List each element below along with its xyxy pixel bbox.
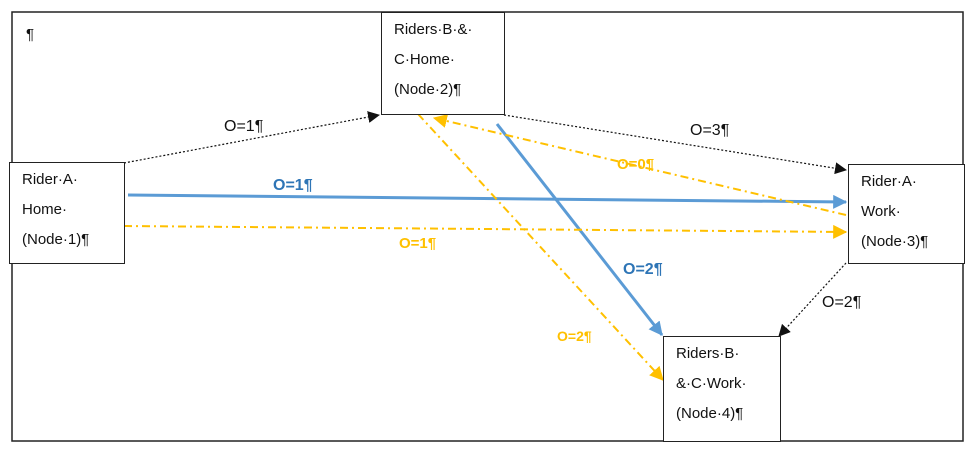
node-1-line-1: Rider·A· <box>22 171 78 188</box>
label-n1-n3-yellow: O=1¶ <box>399 235 436 252</box>
node-1-box: Rider·A· Home· (Node·1)¶ <box>9 162 125 264</box>
node-4-line-3: (Node·4)¶ <box>676 405 744 422</box>
node-1-line-2: Home· <box>22 201 68 218</box>
edge-n2-n3-black <box>503 114 847 175</box>
node-3-line-1: Rider·A· <box>861 173 917 190</box>
label-n1-n2-black: O=1¶ <box>224 118 263 135</box>
node-2-line-1: Riders·B·&· <box>394 21 473 38</box>
label-n1-n3-blue: O=1¶ <box>273 177 313 194</box>
label-n2-n4-yellow: O=2¶ <box>557 328 592 344</box>
node-4-line-1: Riders·B· <box>676 345 740 362</box>
label-n2-n4-blue: O=2¶ <box>623 261 663 278</box>
edge-n3-n4-black <box>778 262 847 337</box>
label-n2-n3-black: O=3¶ <box>690 122 729 139</box>
edge-n2-n4-yellow <box>417 113 664 381</box>
paragraph-mark: ¶ <box>26 26 35 43</box>
node-4-box: Riders·B· &·C·Work· (Node·4)¶ <box>663 336 781 442</box>
node-2-line-2: C·Home· <box>394 51 455 68</box>
node-3-line-3: (Node·3)¶ <box>861 233 929 250</box>
node-3-box: Rider·A· Work· (Node·3)¶ <box>848 164 965 264</box>
edge-n1-n2-black <box>123 111 380 164</box>
edge-n1-n3-yellow <box>123 224 848 239</box>
edge-n1-n3-blue <box>127 193 848 209</box>
node-1-line-3: (Node·1)¶ <box>22 231 90 248</box>
node-3-line-2: Work· <box>861 203 901 220</box>
label-n3-n2-yellow: O=0¶ <box>617 156 654 173</box>
node-2-box: Riders·B·&· C·Home· (Node·2)¶ <box>381 12 505 115</box>
edge-n3-n2-yellow <box>432 114 847 216</box>
label-n3-n4-black: O=2¶ <box>822 294 861 311</box>
node-4-line-2: &·C·Work· <box>676 375 747 392</box>
node-2-line-3: (Node·2)¶ <box>394 81 462 98</box>
